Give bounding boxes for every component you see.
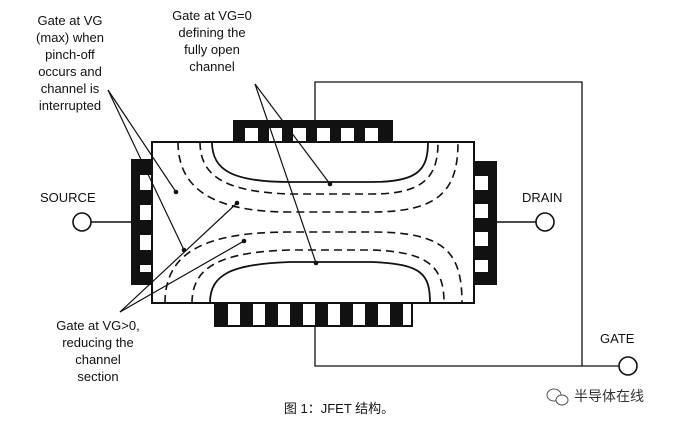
annotation-gate-max-line-3: pinch-off bbox=[45, 47, 95, 62]
annotation-gate-zero: Gate at VG=0 defining the fully open cha… bbox=[172, 8, 252, 74]
annotation-gate-zero-line-4: channel bbox=[189, 59, 235, 74]
depletion-bottom-middle bbox=[191, 249, 445, 304]
watermark: 半导体在线 bbox=[546, 388, 644, 406]
gate-terminal bbox=[618, 356, 638, 376]
source-terminal bbox=[72, 212, 132, 232]
depletion-top-middle bbox=[199, 141, 439, 195]
depletion-bottom-outer bbox=[164, 231, 463, 304]
annotation-gate-zero-line-1: Gate at VG=0 bbox=[172, 8, 252, 23]
pointer-zero-2 bbox=[254, 83, 317, 264]
depletion-boundaries bbox=[164, 141, 463, 304]
watermark-text: 半导体在线 bbox=[574, 388, 644, 404]
source-label: SOURCE bbox=[40, 190, 96, 205]
annotation-gate-positive-line-3: channel bbox=[75, 352, 121, 367]
annotation-gate-positive-line-2: reducing the bbox=[62, 335, 134, 350]
annotation-gate-positive: Gate at VG>0, reducing the channel secti… bbox=[56, 318, 139, 384]
drain-contact bbox=[473, 161, 497, 285]
annotation-gate-max-line-2: (max) when bbox=[36, 30, 104, 45]
pointer-pos-1 bbox=[119, 202, 238, 313]
gate-terminal-circle bbox=[618, 356, 638, 376]
annotation-gate-max-line-6: interrupted bbox=[39, 98, 101, 113]
depletion-top-solid bbox=[211, 141, 429, 183]
gate-wiring bbox=[314, 81, 628, 367]
wechat-icon bbox=[546, 388, 569, 406]
pointer-zero-1 bbox=[254, 83, 331, 185]
drain-label: DRAIN bbox=[522, 190, 562, 205]
gate-wire-top bbox=[314, 81, 628, 367]
annotation-gate-max-line-4: occurs and bbox=[38, 64, 102, 79]
drain-terminal bbox=[496, 212, 555, 232]
depletion-top-outer bbox=[177, 141, 459, 213]
source-contact bbox=[131, 159, 153, 285]
bottom-gate-block bbox=[214, 302, 413, 327]
top-gate-block bbox=[233, 120, 393, 143]
source-terminal-circle bbox=[72, 212, 92, 232]
annotation-gate-positive-line-1: Gate at VG>0, bbox=[56, 318, 139, 333]
drain-terminal-circle bbox=[535, 212, 555, 232]
pointer-lines bbox=[107, 83, 331, 313]
depletion-bottom-solid bbox=[209, 261, 431, 304]
annotation-gate-positive-line-4: section bbox=[77, 369, 118, 384]
gate-label: GATE bbox=[600, 331, 635, 346]
pointer-max-2 bbox=[107, 89, 185, 251]
annotation-gate-max-line-5: channel is bbox=[41, 81, 100, 96]
annotation-gate-max: Gate at VG (max) when pinch-off occurs a… bbox=[36, 13, 104, 113]
annotation-gate-zero-line-2: defining the bbox=[178, 25, 245, 40]
figure-caption: 图 1：JFET 结构。 bbox=[284, 401, 394, 416]
annotation-gate-max-line-1: Gate at VG bbox=[37, 13, 102, 28]
pointer-max-1 bbox=[107, 89, 177, 193]
gate-wire-bottom bbox=[314, 325, 582, 367]
pointer-pos-2 bbox=[119, 240, 245, 313]
annotation-gate-zero-line-3: fully open bbox=[184, 42, 240, 57]
